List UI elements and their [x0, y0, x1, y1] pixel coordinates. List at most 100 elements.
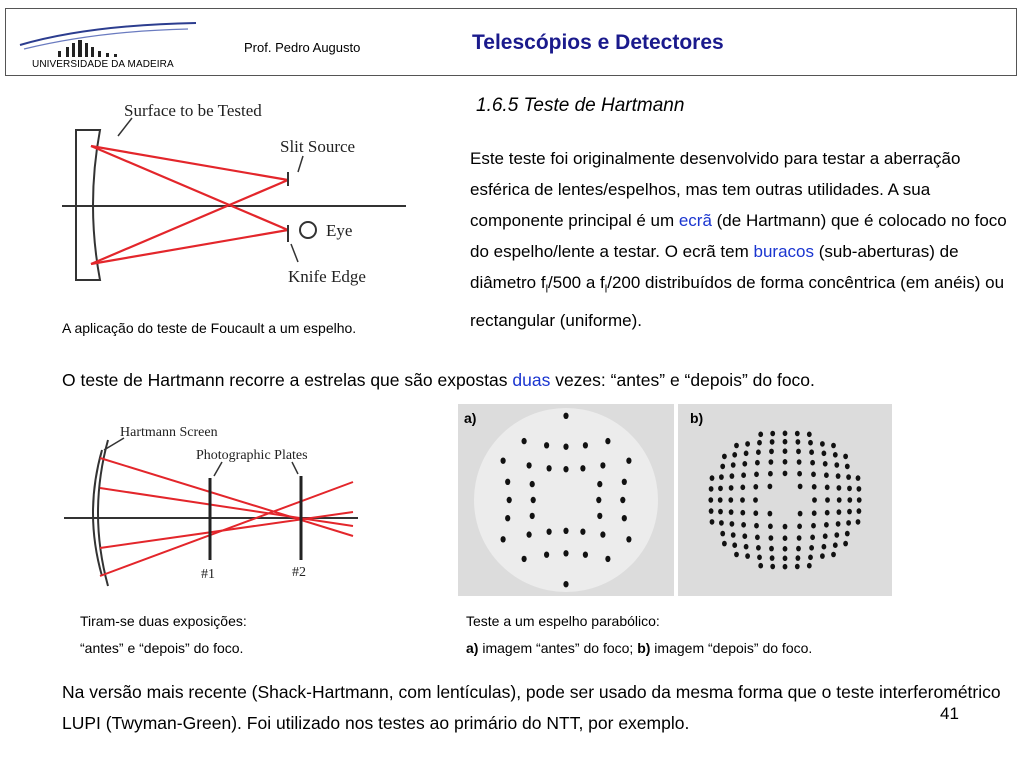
hartmann-spot-b: [855, 475, 861, 481]
hartmann-spot-b: [708, 508, 714, 514]
university-logo: [19, 22, 197, 57]
highlight-buracos: buracos: [753, 242, 814, 261]
hartmann-spot-b: [769, 439, 775, 445]
hartmann-spot-b: [856, 486, 862, 492]
hartmann-spot-b: [742, 461, 748, 467]
label-surface: Surface to be Tested: [124, 101, 262, 120]
hartmann-spot-a: [521, 437, 527, 445]
hartmann-spot-b: [832, 452, 838, 458]
hartmann-spot-a: [563, 550, 569, 557]
foucault-diagram: Surface to be Tested Slit Source Eye Kni…: [62, 101, 406, 286]
intro-text-2: (de Hartmann) que é colocado no foco do …: [470, 211, 1007, 261]
hartmann-spot-a: [621, 515, 627, 522]
hartmann-spot-b: [782, 546, 788, 552]
hartmann-spot-a: [544, 551, 550, 558]
hartmann-spot-a: [529, 480, 535, 488]
hartmann-spot-b: [782, 470, 788, 477]
label-plate-1: #1: [201, 567, 215, 582]
hartmann-spot-a: [626, 457, 632, 464]
hartmann-spot-a: [500, 536, 506, 543]
hartmann-spot-b: [821, 450, 827, 457]
hartmann-spot-b: [719, 474, 724, 480]
hartmann-spot-a: [620, 496, 626, 504]
intro-text-3: (sub-aberturas) de diâmetro f: [470, 242, 959, 292]
hartmann-spot-b: [835, 473, 841, 479]
hartmann-spot-a: [563, 527, 569, 534]
hartmann-spot-b: [820, 553, 825, 559]
intro-text-4: /500 a f: [548, 273, 605, 292]
section-title: 1.6.5 Teste de Hartmann: [476, 95, 685, 116]
hartmann-spot-b: [745, 553, 750, 559]
hartmann-spot-b: [836, 485, 842, 491]
hartmann-spot-b: [811, 471, 816, 478]
hartmann-spot-b: [831, 442, 836, 449]
hartmann-spot-b: [767, 483, 773, 490]
hartmann-spot-b: [734, 442, 739, 449]
hartmann-spot-b: [732, 542, 738, 548]
hartmann-spot-b: [758, 431, 764, 438]
hartmann-spot-b: [722, 453, 727, 460]
hartmann-spot-b: [855, 519, 861, 525]
hartmann-spot-b: [847, 508, 852, 515]
hartmann-spot-b: [753, 497, 758, 503]
hartmann-spot-b: [846, 520, 851, 526]
hartmann-spot-a: [605, 555, 611, 563]
hartmann-spot-b: [794, 430, 800, 437]
hartmann-spot-b: [782, 555, 788, 562]
hartmann-spot-b: [730, 532, 736, 538]
hartmann-spot-a: [600, 531, 606, 538]
author-name: Prof. Pedro Augusto: [244, 40, 361, 55]
image-a-label: a): [464, 410, 477, 426]
slide-title: Telescópios e Detectores: [472, 31, 724, 54]
hartmann-spot-b: [796, 459, 802, 465]
hartmann-spot-b: [811, 510, 817, 516]
figure1-caption: A aplicação do teste de Foucault a um es…: [62, 320, 357, 336]
hartmann-spot-b: [856, 508, 862, 514]
hartmann-spot-a: [596, 496, 602, 504]
hartmann-spot-b: [758, 562, 764, 569]
hartmann-spot-b: [741, 472, 746, 478]
hartmann-spot-b: [824, 484, 830, 491]
hartmann-spot-b: [806, 562, 812, 569]
hartmann-spot-b: [740, 484, 746, 491]
label-eye: Eye: [326, 221, 352, 240]
hartmann-spot-b: [795, 555, 801, 561]
hartmann-spot-a: [546, 528, 552, 535]
hartmann-spot-b: [797, 523, 802, 530]
intro-text-1: Este teste foi originalmente desenvolvid…: [470, 149, 961, 230]
hartmann-spot-a: [506, 496, 512, 504]
hartmann-spot-b: [847, 485, 852, 492]
hartmann-spot-b: [782, 448, 788, 454]
hartmann-spot-b: [796, 448, 801, 455]
hartmann-spot-a: [580, 465, 586, 472]
hartmann-spot-a: [526, 531, 532, 538]
hartmann-spot-b: [810, 459, 815, 466]
hartmann-spot-b: [843, 540, 848, 547]
hartmann-spot-b: [782, 563, 788, 570]
hartmann-spot-b: [768, 470, 773, 477]
hartmann-spot-b: [743, 543, 749, 550]
hartmann-spot-b: [709, 475, 715, 481]
intro-sub-2: l: [604, 283, 608, 296]
photos-caption-line2: a) imagem “antes” do foco; b) imagem “de…: [466, 640, 812, 656]
hartmann-spot-a: [563, 466, 569, 473]
hartmann-spot-b: [812, 497, 817, 503]
label-knife-edge: Knife Edge: [288, 267, 366, 286]
hartmann-spot-b: [768, 523, 773, 530]
hartmann-spot-a: [544, 442, 550, 449]
intro-paragraph: Este teste foi originalmente desenvolvid…: [470, 143, 1018, 336]
hartmann-spot-b: [768, 535, 774, 541]
hartmann-spot-b: [729, 521, 735, 527]
hartmann-spot-b: [844, 530, 850, 537]
hartmann-spot-b: [757, 554, 762, 561]
hartmann-spot-b: [754, 522, 759, 529]
hartmann-spot-b: [720, 530, 726, 537]
label-slit-source: Slit Source: [280, 137, 355, 156]
hartmann-spot-b: [718, 508, 723, 515]
hartmann-spot-b: [796, 535, 802, 541]
hartmann-spot-b: [755, 459, 760, 466]
hartmann-spot-a: [621, 478, 627, 485]
hartmann-spot-a: [626, 536, 632, 543]
hartmann-spot-b: [782, 438, 788, 445]
hartmann-spot-a: [597, 480, 603, 488]
